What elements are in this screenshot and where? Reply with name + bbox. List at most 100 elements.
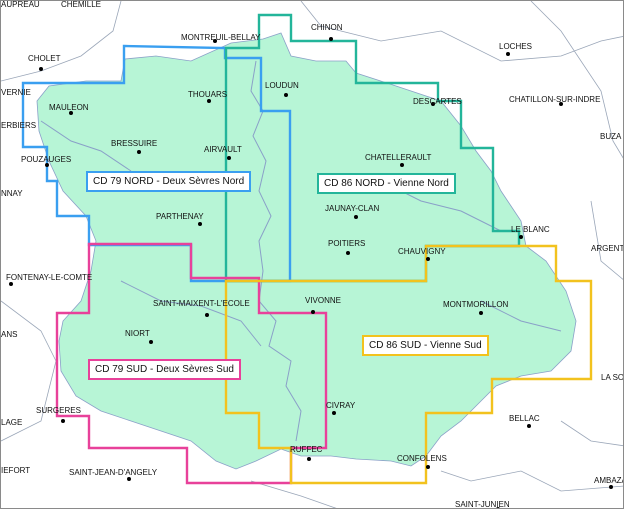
city-marker[interactable]: POITIERS — [328, 239, 365, 255]
city-label: AIRVAULT — [204, 145, 242, 154]
city-dot — [479, 311, 483, 315]
edge-place-label: LA SO — [601, 373, 624, 382]
city-marker[interactable]: CONFOLENS — [397, 454, 447, 469]
city-marker[interactable]: CHAUVIGNY — [398, 247, 446, 261]
city-dot — [127, 477, 131, 481]
city-label: MAULEON — [49, 103, 89, 112]
city-label: PARTHENAY — [156, 212, 204, 221]
city-marker[interactable]: MONTMORILLON — [443, 300, 509, 315]
city-marker[interactable]: NIORT — [125, 329, 153, 344]
city-label: SAINT-JEAN-D'ANGELY — [69, 468, 158, 477]
city-label: LOUDUN — [265, 81, 299, 90]
city-label: BELLAC — [509, 414, 540, 423]
city-label: CHATELLERAULT — [365, 153, 432, 162]
city-marker[interactable]: BELLAC — [509, 414, 540, 428]
city-marker[interactable]: RUFFEC — [290, 445, 323, 461]
city-marker[interactable]: CIVRAY — [326, 401, 356, 415]
city-dot — [198, 222, 202, 226]
city-marker[interactable]: MAULEON — [49, 103, 89, 115]
city-marker[interactable]: AIRVAULT — [204, 145, 242, 160]
zone-label-cd86-nord[interactable]: CD 86 NORD - Vienne Nord — [317, 173, 456, 194]
city-dot — [332, 411, 336, 415]
city-marker[interactable]: CHATILLON-SUR-INDRE — [509, 95, 600, 106]
city-label: MONTMORILLON — [443, 300, 509, 309]
city-label: FONTENAY-LE-COMTE — [6, 273, 92, 282]
city-label: THOUARS — [188, 90, 227, 99]
city-marker[interactable]: POUZAUGES — [21, 155, 71, 167]
city-label: POUZAUGES — [21, 155, 71, 164]
city-label: DESCARTES — [413, 97, 462, 106]
city-label: SURGERES — [36, 406, 81, 415]
city-marker[interactable]: VIVONNE — [305, 296, 341, 314]
city-dot — [227, 156, 231, 160]
city-dot — [45, 163, 49, 167]
edge-place-label: IEFORT — [1, 466, 30, 475]
city-dot — [431, 102, 435, 106]
city-dot — [61, 419, 65, 423]
city-dot — [346, 251, 350, 255]
city-dot — [39, 67, 43, 71]
city-dot — [519, 235, 523, 239]
city-marker[interactable]: THOUARS — [188, 90, 227, 103]
city-label: JAUNAY-CLAN — [325, 204, 379, 213]
city-dot — [426, 465, 430, 469]
edge-place-label: VERNIE — [1, 88, 31, 97]
city-marker[interactable]: AMBAZAC — [594, 476, 624, 489]
city-dot — [307, 457, 311, 461]
city-label: CHINON — [311, 23, 343, 32]
city-dot — [496, 507, 500, 508]
city-dot — [426, 257, 430, 261]
territory-area — [36, 32, 577, 470]
edge-place-label: ANS — [1, 330, 17, 339]
city-dot — [207, 99, 211, 103]
city-marker[interactable]: LOUDUN — [265, 81, 299, 97]
zone-label-cd79-nord[interactable]: CD 79 NORD - Deux Sèvres Nord — [86, 171, 252, 192]
city-label: NIORT — [125, 329, 150, 338]
city-label: LOCHES — [499, 42, 532, 51]
city-label: LE BLANC — [511, 225, 550, 234]
edge-place-label: CHEMILLE — [61, 1, 101, 9]
city-marker[interactable]: BRESSUIRE — [111, 139, 157, 154]
city-marker[interactable]: CHATELLERAULT — [365, 153, 432, 167]
city-dot — [559, 102, 563, 106]
city-label: CHOLET — [28, 54, 61, 63]
city-marker[interactable]: SAINT-JEAN-D'ANGELY — [69, 468, 158, 481]
city-label: CONFOLENS — [397, 454, 447, 463]
edge-place-label: LAGE — [1, 418, 22, 427]
city-marker[interactable]: DESCARTES — [413, 97, 462, 106]
city-marker[interactable]: PARTHENAY — [156, 212, 204, 226]
city-marker[interactable]: SURGERES — [36, 406, 81, 423]
city-label: AMBAZAC — [594, 476, 624, 485]
city-label: CHATILLON-SUR-INDRE — [509, 95, 600, 104]
city-marker[interactable]: SAINT-JUNIEN — [455, 500, 510, 509]
city-dot — [609, 485, 613, 489]
city-label: POITIERS — [328, 239, 365, 248]
edge-place-label: NNAY — [1, 189, 23, 198]
city-dot — [205, 313, 209, 317]
city-dot — [506, 52, 510, 56]
zone-label-cd86-sud[interactable]: CD 86 SUD - Vienne Sud — [362, 335, 489, 356]
city-marker[interactable]: LE BLANC — [511, 225, 550, 239]
city-label: CIVRAY — [326, 401, 356, 410]
city-marker[interactable]: FONTENAY-LE-COMTE — [6, 273, 92, 286]
edge-place-label: BUZA — [600, 132, 622, 141]
city-marker[interactable]: SAINT-MAIXENT-L'ECOLE — [153, 299, 250, 317]
zone-label-cd79-sud[interactable]: CD 79 SUD - Deux Sèvres Sud — [88, 359, 241, 380]
city-marker[interactable]: JAUNAY-CLAN — [325, 204, 379, 219]
city-label: CHAUVIGNY — [398, 247, 446, 256]
city-dot — [213, 39, 217, 43]
city-marker[interactable]: CHOLET — [28, 54, 61, 71]
city-dot — [137, 150, 141, 154]
city-label: VIVONNE — [305, 296, 341, 305]
city-marker[interactable]: LOCHES — [499, 42, 532, 56]
city-marker[interactable]: CHINON — [311, 23, 343, 41]
city-marker[interactable]: MONTREUIL-BELLAY — [181, 33, 261, 43]
city-dot — [149, 340, 153, 344]
city-dot — [527, 424, 531, 428]
city-dot — [354, 215, 358, 219]
city-label: SAINT-MAIXENT-L'ECOLE — [153, 299, 250, 308]
city-dot — [400, 163, 404, 167]
